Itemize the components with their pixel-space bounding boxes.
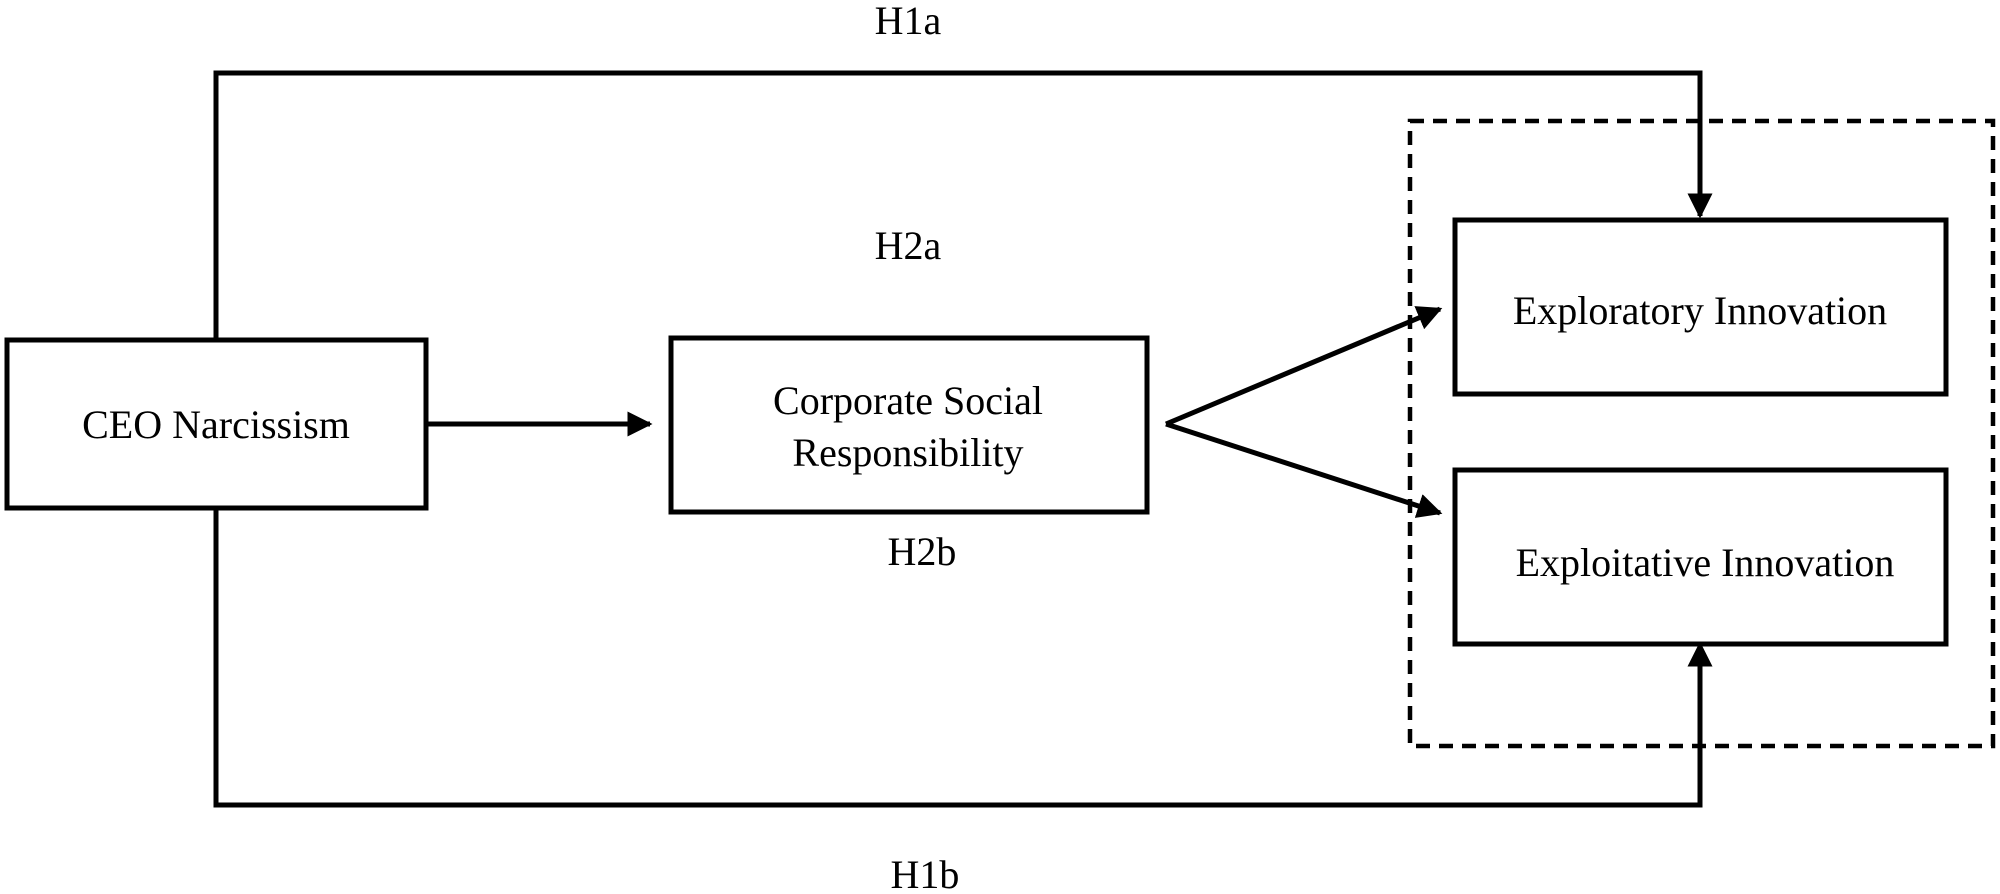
h2b-arrow <box>1165 421 1443 518</box>
csr-label-line1: Corporate Social <box>773 378 1043 423</box>
exploratory-innovation-label: Exploratory Innovation <box>1513 288 1887 333</box>
h2a-label: H2a <box>875 223 942 268</box>
csr-label-line2: Responsibility <box>792 430 1023 475</box>
h1b-label: H1b <box>891 852 960 894</box>
exploitative-innovation-node: Exploitative Innovation <box>1452 467 1949 647</box>
h2a-arrow <box>1165 306 1443 427</box>
h1a-arrow <box>213 70 1713 340</box>
ceo-narcissism-label: CEO Narcissism <box>82 402 350 447</box>
h1b-arrow <box>213 508 1713 808</box>
h1a-label: H1a <box>875 0 942 43</box>
csr-node: Corporate Social Responsibility <box>668 335 1150 515</box>
exploitative-innovation-label: Exploitative Innovation <box>1516 540 1895 585</box>
exploratory-innovation-node: Exploratory Innovation <box>1452 217 1949 397</box>
ceo-narcissism-node: CEO Narcissism <box>4 337 429 511</box>
h2b-label: H2b <box>888 529 957 574</box>
